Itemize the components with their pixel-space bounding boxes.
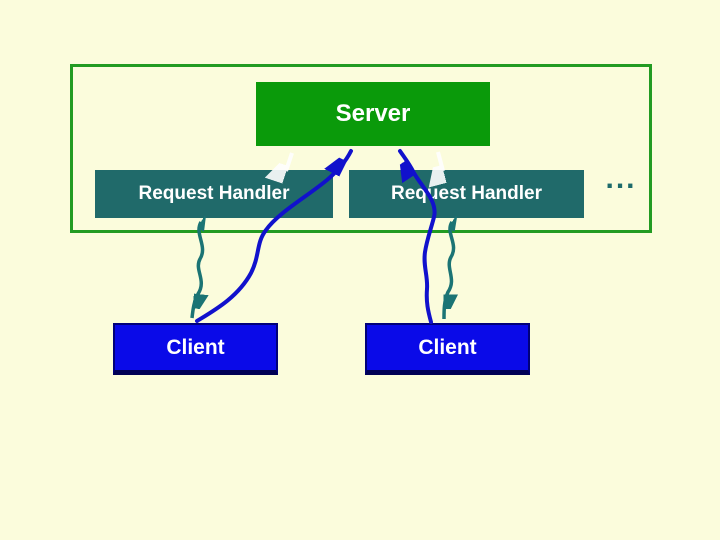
request-handler-label-1: Request Handler — [138, 183, 290, 204]
request-handler-label-2: Request Handler — [391, 183, 542, 204]
server-boundary-box — [70, 64, 652, 233]
client-box-1: Client — [113, 323, 278, 375]
client-label-2: Client — [418, 335, 477, 359]
request-handler-box-2: Request Handler — [349, 170, 584, 218]
client-box-2: Client — [365, 323, 530, 375]
server-label: Server — [335, 100, 411, 127]
client-label-1: Client — [166, 335, 225, 359]
more-handlers-ellipsis: ... — [605, 162, 637, 195]
server-box: Server — [256, 82, 490, 146]
handler-client-wavy-arrow-1 — [190, 222, 203, 319]
request-handler-box-1: Request Handler — [95, 170, 333, 218]
handler-client-wavy-arrow-2 — [442, 222, 454, 320]
